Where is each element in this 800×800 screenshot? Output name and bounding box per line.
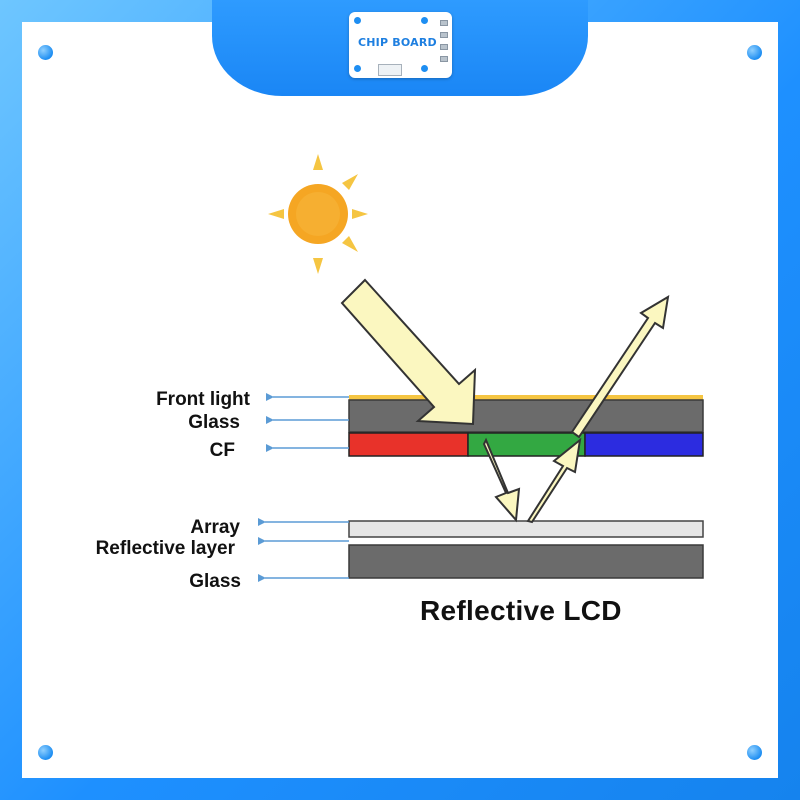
cf-red-segment bbox=[348, 432, 469, 457]
corner-dot-top-right bbox=[747, 45, 762, 60]
sun-icon bbox=[268, 154, 368, 274]
logo-hole-icon bbox=[421, 65, 428, 72]
corner-dot-top-left bbox=[38, 45, 53, 60]
logo-pin-icon bbox=[440, 32, 448, 38]
array-layer bbox=[348, 520, 704, 538]
logo-pin-icon bbox=[440, 20, 448, 26]
logo-hole-icon bbox=[354, 65, 361, 72]
glass-bottom-layer bbox=[348, 544, 704, 579]
logo-pin-icon bbox=[440, 56, 448, 62]
reflected-light-arrow bbox=[570, 295, 670, 439]
front-light-layer bbox=[349, 395, 703, 400]
light-up-arrow bbox=[526, 437, 582, 524]
logo-hole-icon bbox=[421, 17, 428, 24]
logo-text: CHIP BOARD bbox=[358, 36, 437, 49]
logo-chip-icon bbox=[378, 64, 402, 76]
label-array: Array bbox=[190, 517, 240, 538]
logo-pin-icon bbox=[440, 44, 448, 50]
corner-dot-bottom-right bbox=[747, 745, 762, 760]
logo-hole-icon bbox=[354, 17, 361, 24]
glass-top-layer bbox=[348, 399, 704, 433]
label-cf: CF bbox=[209, 440, 235, 461]
incident-light-arrow bbox=[340, 278, 477, 426]
diagram-caption: Reflective LCD bbox=[420, 595, 622, 626]
corner-dot-bottom-left bbox=[38, 745, 53, 760]
label-front-light: Front light bbox=[156, 389, 250, 410]
light-down-arrow bbox=[482, 437, 521, 523]
label-reflective-layer: Reflective layer bbox=[95, 538, 235, 559]
cf-blue-segment bbox=[584, 432, 704, 457]
label-glass-bottom: Glass bbox=[189, 571, 241, 592]
label-glass-top: Glass bbox=[188, 412, 240, 433]
